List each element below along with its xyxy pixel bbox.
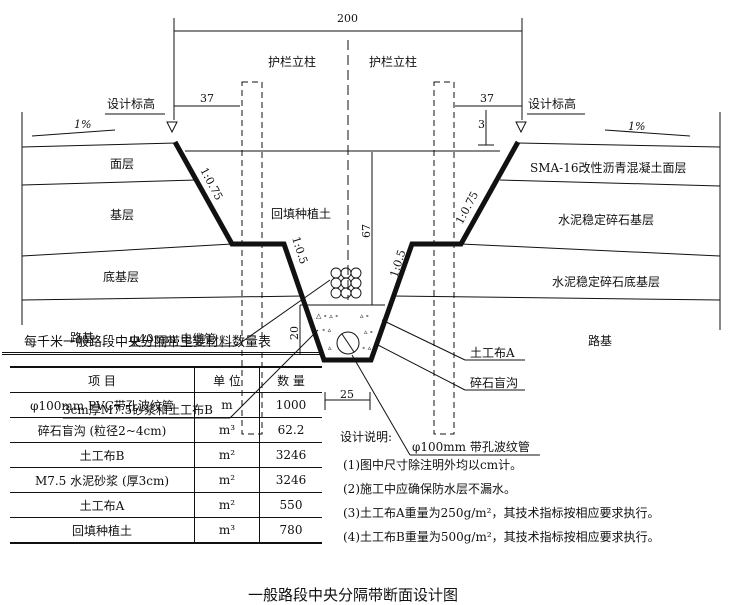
table-header-row: 项 目 单 位 数 量 — [10, 366, 322, 393]
subbase-desc: 水泥稳定碎石底基层 — [552, 274, 660, 289]
dim-20: 20 — [288, 326, 301, 340]
header-unit: 单 位 — [194, 366, 260, 393]
cell-item: 土工布B — [10, 442, 195, 468]
cell-quantity: 62.2 — [259, 417, 322, 443]
cell-quantity: 550 — [259, 492, 322, 518]
cell-quantity: 3246 — [259, 467, 322, 493]
drawing-caption: 一般路段中央分隔带断面设计图 — [248, 586, 459, 604]
cable-pipe-label: φ40mm 电缆管 — [130, 331, 216, 346]
table-title: 每千米一般路段中央分隔带主要材料数量表 — [24, 335, 272, 350]
cell-item: 碎石盲沟 (粒径2~4cm) — [10, 417, 195, 443]
cell-quantity: 3246 — [259, 442, 322, 468]
design-elevation-left: 设计标高 — [107, 96, 155, 111]
cell-item: M7.5 水泥砂浆 (厚3cm) — [10, 467, 195, 493]
surface-desc: SMA-16改性沥青混凝土面层 — [530, 160, 687, 175]
cell-unit: m³ — [194, 517, 260, 544]
cell-unit: m² — [194, 467, 260, 493]
cell-item: 土工布A — [10, 492, 195, 518]
svg-text:△ ∘ ▵ ∘: △ ∘ ▵ ∘ — [316, 312, 338, 320]
note-item: (3)土工布A重量为250g/m²，其技术指标按相应要求执行。 — [343, 506, 660, 520]
guardrail-post-label-left: 护栏立柱 — [268, 54, 316, 69]
header-quantity: 数 量 — [259, 366, 322, 393]
dim-67: 67 — [360, 224, 373, 238]
slope-left: 1% — [74, 118, 91, 131]
dim-3: 3 — [478, 118, 485, 131]
notes-title: 设计说明: — [340, 430, 393, 444]
svg-text:∘ ▵: ∘ ▵ — [362, 344, 372, 352]
ratio-075-left: 1:0.75 — [197, 165, 225, 202]
header-item: 项 目 — [10, 366, 195, 393]
table-title-rule — [2, 352, 324, 355]
subgrade-right: 路基 — [588, 333, 612, 348]
cell-quantity: 780 — [259, 517, 322, 544]
cell-quantity: 1000 — [259, 392, 322, 418]
dim-37-left: 37 — [200, 92, 214, 105]
gravel-drain-label: 碎石盲沟 — [470, 375, 518, 390]
dim-total: 200 — [337, 12, 358, 25]
note-item: (1)图中尺寸除注明外均以cm计。 — [343, 458, 523, 472]
ratio-075-right: 1:0.75 — [453, 189, 481, 226]
layer-subbase: 底基层 — [103, 269, 139, 284]
svg-text:▵ ∘: ▵ ∘ — [364, 328, 373, 336]
layer-base: 基层 — [110, 208, 134, 222]
note-item: (4)土工布B重量为500g/m²，其技术指标按相应要求执行。 — [343, 530, 660, 544]
design-elevation-right: 设计标高 — [528, 96, 576, 111]
cell-unit: m — [194, 392, 260, 418]
cell-unit: m² — [194, 442, 260, 468]
cross-section-drawing: △ ∘ ▵ ∘ ▵ ∘ ∘ ▵ ▵ ∘ ▵ ∘ ▵ 200 护栏立柱 护栏立柱 设计标… — [21, 12, 721, 456]
dim-25: 25 — [340, 388, 354, 401]
cell-unit: m² — [194, 492, 260, 518]
cell-item: 回填种植土 — [10, 517, 195, 544]
cell-item: φ100mm PVC带孔波纹管 — [10, 392, 195, 418]
layer-surface: 面层 — [110, 157, 134, 171]
guardrail-post-label-right: 护栏立柱 — [369, 54, 417, 69]
perforated-pipe-label: φ100mm 带孔波纹管 — [412, 439, 530, 454]
slope-right: 1% — [628, 120, 645, 133]
subgrade-left: 路基 — [70, 330, 94, 345]
gravel-fill: △ ∘ ▵ ∘ ▵ ∘ ∘ ▵ ▵ ∘ ▵ ∘ ▵ — [316, 312, 373, 352]
base-desc: 水泥稳定碎石基层 — [558, 212, 654, 227]
svg-text:▵: ▵ — [328, 344, 332, 352]
svg-text:∘ ▵: ∘ ▵ — [322, 326, 332, 334]
dim-37-right: 37 — [480, 92, 494, 105]
note-item: (2)施工中应确保防水层不漏水。 — [343, 482, 516, 496]
geotextile-a-label: 土工布A — [470, 346, 515, 360]
cable-pipe-bundle — [330, 267, 362, 299]
cell-unit: m³ — [194, 417, 260, 443]
backfill-label: 回填种植土 — [271, 206, 331, 221]
svg-text:▵ ∘: ▵ ∘ — [360, 312, 369, 320]
